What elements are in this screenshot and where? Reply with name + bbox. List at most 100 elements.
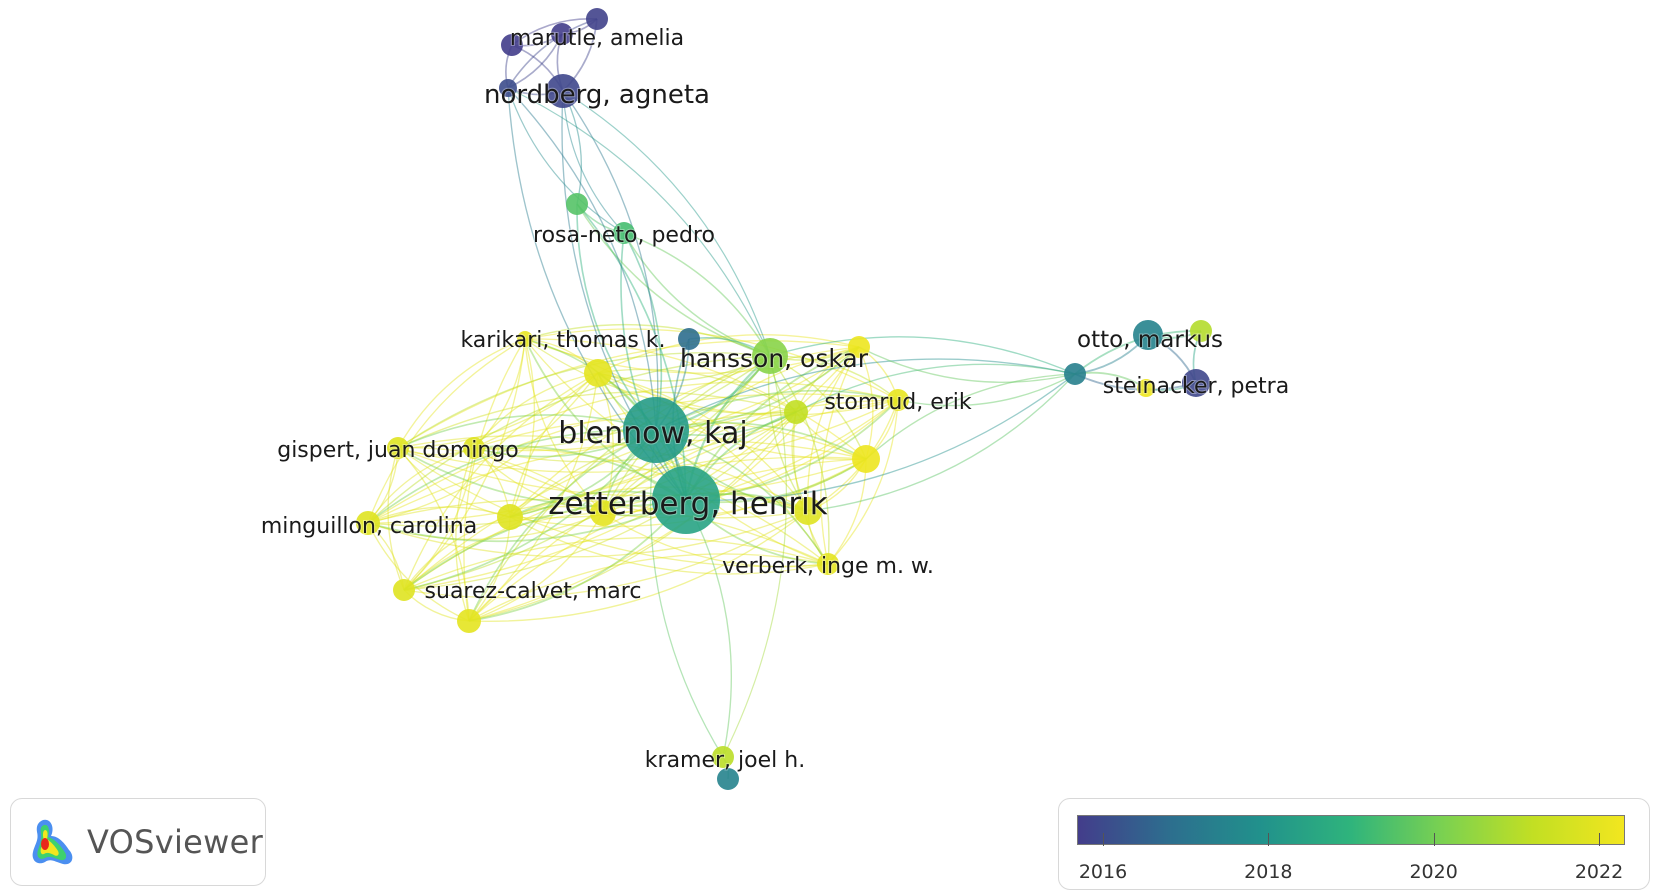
edge-pm3-rosa bbox=[507, 87, 625, 234]
colorbar-gradient bbox=[1077, 815, 1625, 845]
edge-y7-y4 bbox=[602, 458, 867, 519]
node-g2[interactable] bbox=[1190, 320, 1212, 342]
edge-hub-g2 bbox=[1074, 330, 1202, 375]
edge-hansson-minguillon bbox=[367, 355, 771, 524]
edge-rosa-hansson bbox=[623, 232, 771, 357]
node-otto[interactable] bbox=[1133, 320, 1163, 350]
node-hansson[interactable] bbox=[752, 338, 788, 374]
node-y8[interactable] bbox=[794, 497, 822, 525]
edge-y1-y6 bbox=[509, 372, 599, 518]
edge-hansson-rosa bbox=[623, 232, 771, 357]
edge-minguillon-y2 bbox=[367, 346, 860, 524]
edge-minguillon-y7 bbox=[367, 512, 604, 541]
node-k1[interactable] bbox=[717, 768, 739, 790]
edge-hub-y4 bbox=[865, 373, 1076, 460]
vosviewer-logo-icon bbox=[32, 819, 73, 865]
branding-box: VOSviewer bbox=[10, 798, 266, 886]
edge-karikari-y5 bbox=[473, 338, 526, 449]
edge-y5-minguillon bbox=[367, 447, 475, 524]
node-pm3[interactable] bbox=[499, 79, 517, 97]
edge-hansson-karikari bbox=[524, 323, 771, 357]
node-nordberg[interactable] bbox=[546, 74, 580, 108]
node-label-kramer[interactable]: kramer, joel h. bbox=[644, 747, 806, 774]
node-y6[interactable] bbox=[497, 504, 523, 530]
edge-pm2-pm3 bbox=[507, 18, 598, 89]
edge-y7-y2 bbox=[602, 346, 860, 514]
node-label-blennow[interactable]: blennow, kaj bbox=[557, 415, 748, 452]
edge-y1-y4 bbox=[597, 372, 867, 460]
node-layer bbox=[356, 8, 1212, 790]
node-label-steinacker[interactable]: steinacker, petra bbox=[1102, 373, 1290, 400]
node-label-nordberg[interactable]: nordberg, agneta bbox=[483, 79, 711, 111]
edge-y7-stomrud bbox=[602, 399, 899, 514]
edge-y9-stomrud bbox=[468, 399, 899, 622]
edge-karikari-y2 bbox=[524, 338, 860, 374]
edge-verberk-y2 bbox=[820, 346, 860, 565]
legend-tick-label: 2022 bbox=[1574, 861, 1624, 883]
node-marutle[interactable] bbox=[501, 34, 523, 56]
node-y2[interactable] bbox=[848, 336, 870, 358]
edge-y1-suarez bbox=[403, 372, 599, 591]
edge-hansson-y9 bbox=[468, 355, 771, 622]
node-y10[interactable] bbox=[1137, 379, 1155, 397]
node-g1[interactable] bbox=[566, 193, 588, 215]
node-hub[interactable] bbox=[1064, 363, 1086, 385]
edge-kramer-zetterberg bbox=[685, 499, 733, 758]
edge-karikari-y9 bbox=[463, 338, 526, 622]
node-suarez[interactable] bbox=[393, 579, 415, 601]
edge-minguillon-y3 bbox=[367, 411, 797, 527]
node-verberk[interactable] bbox=[817, 553, 839, 575]
node-zetterberg[interactable] bbox=[652, 466, 720, 534]
edge-hansson-y1 bbox=[597, 355, 771, 382]
node-pm2[interactable] bbox=[586, 8, 608, 30]
edge-y1-y2 bbox=[597, 334, 860, 374]
node-label-otto[interactable]: otto, markus bbox=[1076, 326, 1224, 354]
edge-verberk-stomrud bbox=[827, 399, 899, 565]
edge-kramer-blennow bbox=[649, 429, 724, 758]
node-pm1[interactable] bbox=[551, 23, 573, 45]
edge-gispert-suarez bbox=[387, 447, 405, 591]
edge-karikari-y7 bbox=[524, 338, 604, 514]
node-label-hansson[interactable]: hansson, oskar bbox=[679, 343, 870, 374]
node-y4[interactable] bbox=[852, 445, 880, 473]
edge-blennow-minguillon bbox=[367, 428, 657, 524]
node-b1[interactable] bbox=[678, 328, 700, 350]
edge-hub-stomrud bbox=[897, 373, 1076, 407]
node-label-verberk[interactable]: verberk, inge m. w. bbox=[721, 553, 935, 580]
node-kramer[interactable] bbox=[712, 746, 734, 768]
edge-karikari-minguillon bbox=[367, 338, 526, 524]
node-rosa[interactable] bbox=[613, 222, 635, 244]
node-karikari[interactable] bbox=[517, 331, 533, 347]
node-y7[interactable] bbox=[590, 500, 616, 526]
node-y1[interactable] bbox=[584, 359, 612, 387]
node-label-karikari[interactable]: karikari, thomas k. bbox=[459, 327, 666, 354]
node-minguillon[interactable] bbox=[356, 511, 380, 535]
node-label-zetterberg[interactable]: zetterberg, henrik bbox=[547, 485, 829, 523]
edge-y8-y2 bbox=[807, 346, 860, 512]
edge-y1-stomrud bbox=[597, 372, 899, 416]
node-label-stomrud[interactable]: stomrud, erik bbox=[823, 389, 973, 416]
node-label-marutle[interactable]: marutle, amelia bbox=[509, 25, 685, 52]
legend-tick-mark bbox=[1433, 833, 1435, 846]
edge-gispert-y8 bbox=[397, 435, 809, 512]
edge-zetterberg-gispert bbox=[397, 447, 687, 508]
edge-minguillon-y8 bbox=[367, 510, 809, 558]
node-label-rosa[interactable]: rosa-neto, pedro bbox=[532, 222, 716, 249]
node-label-suarez[interactable]: suarez-calvet, marc bbox=[424, 578, 643, 605]
edge-y5-y3 bbox=[473, 411, 797, 463]
node-gispert[interactable] bbox=[387, 437, 409, 459]
node-label-gispert[interactable]: gispert, juan domingo bbox=[276, 437, 520, 464]
node-y9[interactable] bbox=[457, 609, 481, 633]
node-y5[interactable] bbox=[463, 437, 485, 459]
edge-suarez-y4 bbox=[403, 456, 867, 591]
edge-y7-y3 bbox=[602, 411, 797, 514]
node-steinacker[interactable] bbox=[1182, 369, 1210, 397]
node-blennow[interactable] bbox=[623, 397, 689, 463]
node-stomrud[interactable] bbox=[887, 389, 909, 411]
node-label-minguillon[interactable]: minguillon, carolina bbox=[260, 513, 478, 540]
node-y3[interactable] bbox=[784, 400, 808, 424]
edge-hub-blennow bbox=[655, 358, 1076, 431]
edge-y7-suarez bbox=[403, 512, 604, 591]
